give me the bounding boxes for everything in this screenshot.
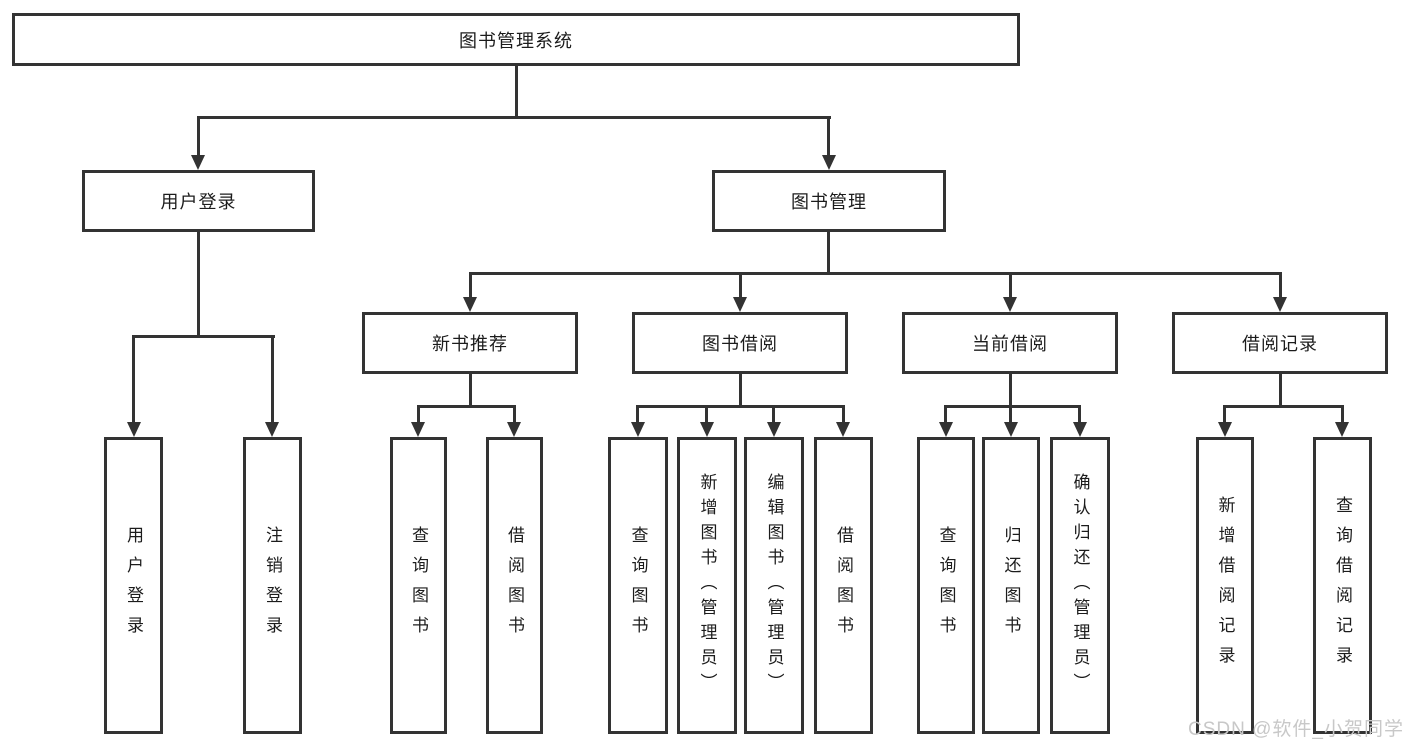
leaf-borrow-books-borrowing: 借阅图书 xyxy=(814,437,873,734)
book-management-stem-line xyxy=(827,232,830,272)
borrow-records-stem-line xyxy=(1279,374,1282,405)
node-book-borrowing-label: 图书借阅 xyxy=(702,334,778,354)
leaf-confirm-return-admin: 确认归还（管理员） xyxy=(1050,437,1110,734)
leaf-query-books-current-label: 查询图书 xyxy=(936,525,956,646)
leaf-drop-line xyxy=(1009,405,1012,423)
arrowhead-down-icon xyxy=(1003,297,1017,312)
arrowhead-down-icon xyxy=(1335,422,1349,437)
new-book-rail-line xyxy=(417,405,516,408)
leaf-query-books-borrowing: 查询图书 xyxy=(608,437,668,734)
current-borrowing-stem-line xyxy=(1009,374,1012,405)
leaf-drop-line xyxy=(772,405,775,423)
leaf-borrow-books-recommend-label: 借阅图书 xyxy=(505,525,524,646)
node-new-book-recommend: 新书推荐 xyxy=(362,312,578,374)
root-stem-line xyxy=(515,65,518,118)
node-user-login-label: 用户登录 xyxy=(160,192,237,212)
leaf-borrow-books-recommend: 借阅图书 xyxy=(486,437,543,734)
node-user-login: 用户登录 xyxy=(82,170,315,232)
leaf-drop-line xyxy=(513,405,516,423)
leaf-user-login-label: 用户登录 xyxy=(124,525,143,646)
level1-rail-line xyxy=(197,116,831,119)
node-borrow-records-label: 借阅记录 xyxy=(1242,334,1318,354)
current-borrowing-drop-line xyxy=(1009,272,1012,298)
node-root-label: 图书管理系统 xyxy=(459,30,573,51)
new-book-drop-line xyxy=(469,272,472,298)
node-book-borrowing: 图书借阅 xyxy=(632,312,848,374)
leaf-query-books-recommend-label: 查询图书 xyxy=(409,525,428,646)
leaf-return-books: 归还图书 xyxy=(982,437,1040,734)
leaf-add-books-admin: 新增图书（管理员） xyxy=(677,437,737,734)
leaf-drop-line xyxy=(636,405,639,423)
leaf-edit-books-admin-label: 编辑图书（管理员） xyxy=(764,473,784,698)
leaf-drop-line xyxy=(1078,405,1081,423)
arrowhead-down-icon xyxy=(631,422,645,437)
node-root: 图书管理系统 xyxy=(12,13,1020,66)
user-login-leaf-drop-line xyxy=(132,335,135,423)
book-borrowing-stem-line xyxy=(739,374,742,405)
borrow-records-drop-line xyxy=(1279,272,1282,298)
arrowhead-down-icon xyxy=(767,422,781,437)
node-current-borrowing: 当前借阅 xyxy=(902,312,1118,374)
arrowhead-down-icon xyxy=(507,422,521,437)
leaf-add-books-admin-label: 新增图书（管理员） xyxy=(697,473,717,698)
logout-leaf-drop-line xyxy=(271,335,274,423)
current-borrowing-rail-line xyxy=(944,405,1081,408)
arrowhead-down-icon xyxy=(127,422,141,437)
leaf-borrow-books-borrowing-label: 借阅图书 xyxy=(834,525,853,646)
arrowhead-down-icon xyxy=(265,422,279,437)
book-borrowing-drop-line xyxy=(739,272,742,298)
user-login-drop-line xyxy=(197,116,200,157)
arrowhead-down-icon xyxy=(1273,297,1287,312)
leaf-drop-line xyxy=(944,405,947,423)
level2-rail-line xyxy=(469,272,1282,275)
leaf-query-books-current: 查询图书 xyxy=(917,437,975,734)
leaf-drop-line xyxy=(1341,405,1344,423)
leaf-drop-line xyxy=(705,405,708,423)
arrowhead-down-icon xyxy=(463,297,477,312)
new-book-stem-line xyxy=(469,374,472,405)
leaf-drop-line xyxy=(417,405,420,423)
node-new-book-recommend-label: 新书推荐 xyxy=(432,334,508,354)
arrowhead-down-icon xyxy=(1073,422,1087,437)
user-login-rail-line xyxy=(132,335,275,338)
leaf-user-login: 用户登录 xyxy=(104,437,163,734)
leaf-add-borrow-record-label: 新增借阅记录 xyxy=(1215,495,1235,676)
user-login-stem-line xyxy=(197,232,200,335)
leaf-query-books-recommend: 查询图书 xyxy=(390,437,447,734)
arrowhead-down-icon xyxy=(411,422,425,437)
leaf-add-borrow-record: 新增借阅记录 xyxy=(1196,437,1254,734)
node-current-borrowing-label: 当前借阅 xyxy=(972,334,1048,354)
arrowhead-down-icon xyxy=(836,422,850,437)
book-management-drop-line xyxy=(827,116,830,157)
leaf-confirm-return-admin-label: 确认归还（管理员） xyxy=(1070,473,1090,698)
arrowhead-down-icon xyxy=(1218,422,1232,437)
arrowhead-down-icon xyxy=(939,422,953,437)
arrowhead-down-icon xyxy=(822,155,836,170)
leaf-query-borrow-record-label: 查询借阅记录 xyxy=(1333,495,1352,676)
node-book-management: 图书管理 xyxy=(712,170,946,232)
leaf-return-books-label: 归还图书 xyxy=(1001,525,1021,646)
leaf-edit-books-admin: 编辑图书（管理员） xyxy=(744,437,804,734)
leaf-drop-line xyxy=(1223,405,1226,423)
watermark: CSDN @软件_小贺同学 xyxy=(1188,719,1404,740)
arrowhead-down-icon xyxy=(1004,422,1018,437)
leaf-query-borrow-record: 查询借阅记录 xyxy=(1313,437,1372,734)
arrowhead-down-icon xyxy=(700,422,714,437)
leaf-logout-label: 注销登录 xyxy=(263,525,282,646)
book-borrowing-rail-line xyxy=(636,405,845,408)
arrowhead-down-icon xyxy=(191,155,205,170)
node-borrow-records: 借阅记录 xyxy=(1172,312,1388,374)
node-book-management-label: 图书管理 xyxy=(791,192,867,212)
leaf-query-books-borrowing-label: 查询图书 xyxy=(628,525,648,646)
leaf-drop-line xyxy=(842,405,845,423)
leaf-logout: 注销登录 xyxy=(243,437,302,734)
arrowhead-down-icon xyxy=(733,297,747,312)
borrow-records-rail-line xyxy=(1223,405,1344,408)
